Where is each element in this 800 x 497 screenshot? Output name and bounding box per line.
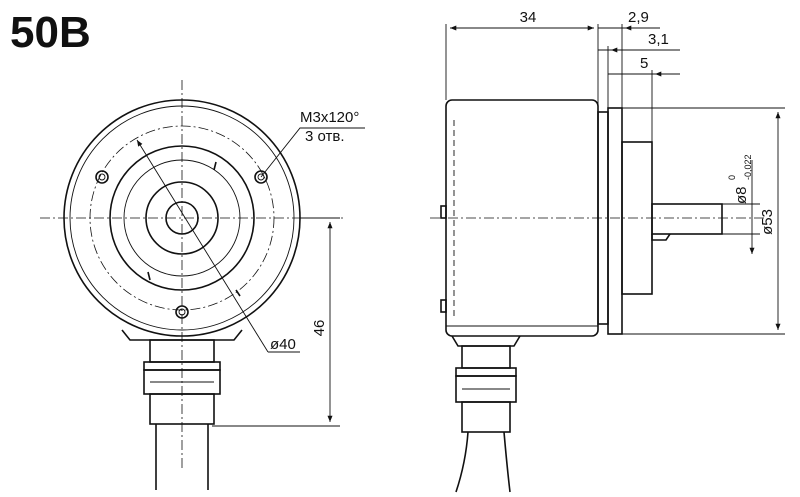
hole-callout-line2: 3 отв. (305, 128, 345, 145)
hole-callout-leader (260, 127, 365, 178)
step-dim: 3,1 (648, 31, 669, 48)
shaft (651, 203, 723, 235)
length-dim: 34 (520, 9, 537, 26)
mounting-hole-right (254, 170, 268, 184)
mounting-hole-left (95, 170, 109, 184)
shaft-dia-main: ø8 (733, 186, 750, 204)
shaft-tol-upper: 0 (727, 175, 737, 180)
mounting-hole-bottom (175, 305, 189, 319)
housing-side-mark-top (440, 205, 447, 219)
shaft-circle (165, 201, 199, 235)
side-view: 34 2,9 3,1 5 ø8 0 -0,022 ø53 (430, 9, 785, 493)
housing-inner-circle (69, 105, 295, 331)
bolt-circle-diameter-line (136, 139, 269, 353)
height-dim: 46 (311, 320, 328, 337)
flange-circle (109, 145, 255, 291)
drawing-title: 50B (10, 8, 91, 57)
bolt-circle (89, 125, 275, 311)
cable-gland (121, 329, 243, 490)
housing-side-mark-bottom (440, 299, 447, 313)
flange-tick-bottom (147, 271, 151, 281)
shaft-flat (651, 233, 671, 241)
flange-tick-right (235, 289, 241, 297)
bolt-circle-dim: ø40 (270, 336, 296, 353)
flange-dim: 2,9 (628, 9, 649, 26)
shaft-start-dim: 5 (640, 55, 648, 72)
flange-ring (607, 107, 623, 335)
hole-callout-line1: M3x120° (300, 109, 359, 126)
shaft-tol-lower: -0,022 (743, 154, 753, 180)
flange-tick-top (213, 161, 217, 171)
flange-inner-circle (123, 159, 241, 277)
hub-circle (145, 181, 219, 255)
body-dia-dim: ø53 (759, 209, 776, 235)
front-view: M3x120° 3 отв. ø40 46 (40, 80, 365, 490)
side-cable-gland (451, 335, 521, 493)
